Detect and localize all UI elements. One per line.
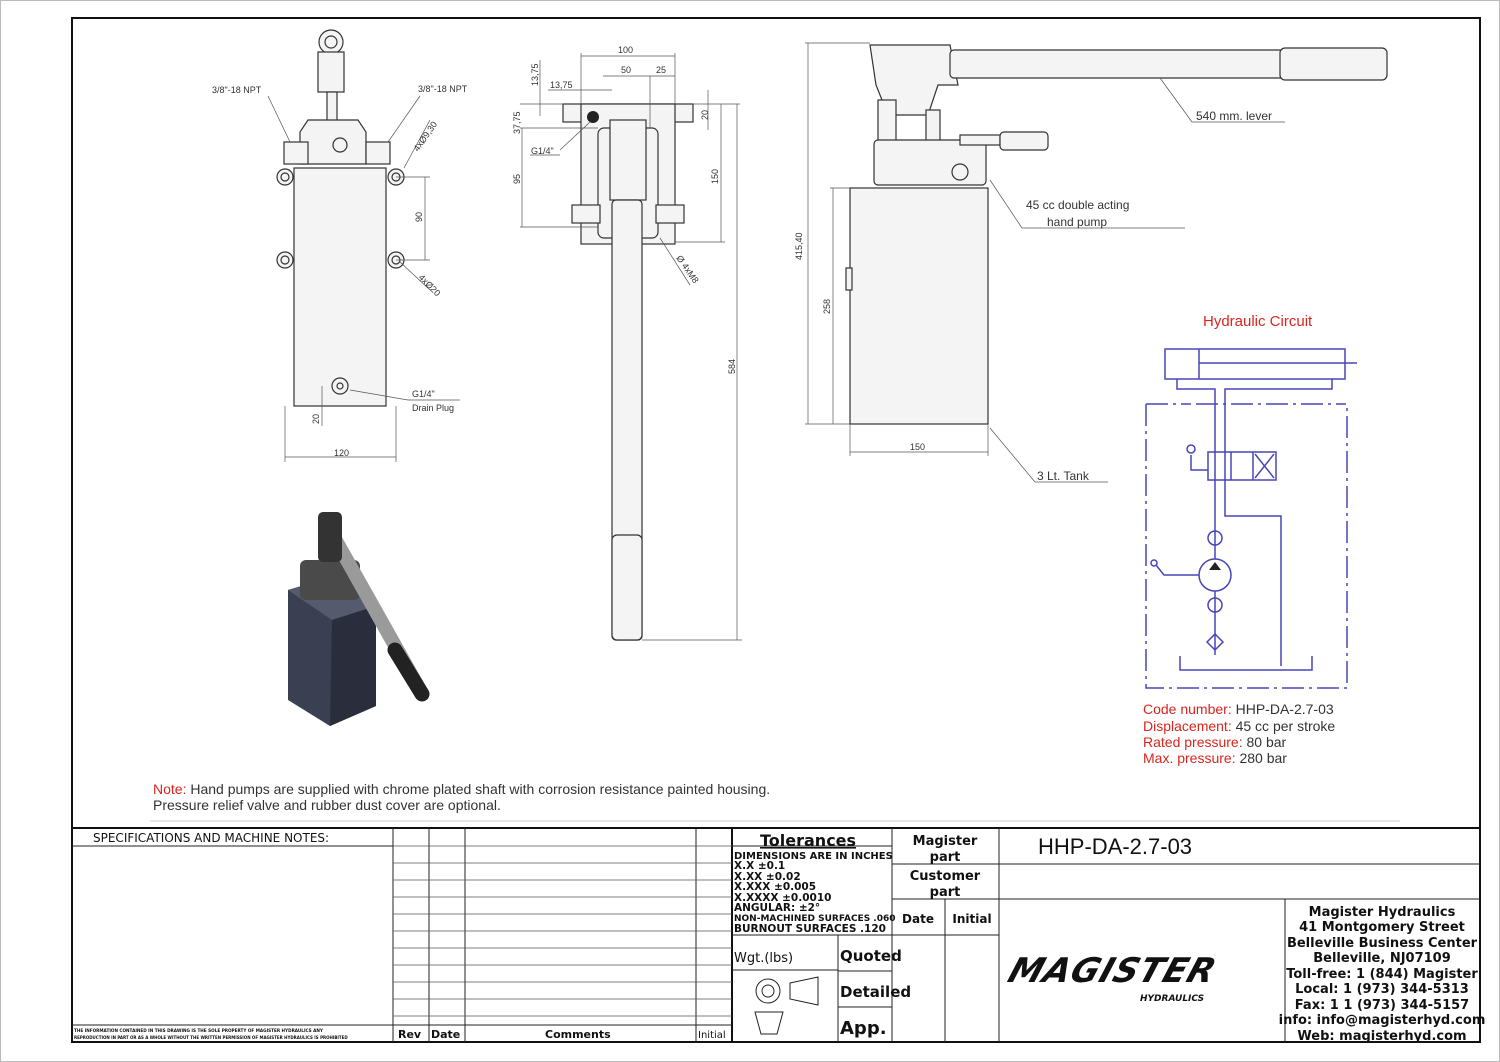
specs-header: SPECIFICATIONS AND MACHINE NOTES: xyxy=(93,831,329,845)
drawing-frame xyxy=(71,17,1481,1043)
port-g14-label: G1/4" xyxy=(531,146,554,156)
tolerance-item: X.XX ±0.02 xyxy=(734,871,801,883)
tolerance-item: X.X ±0.1 xyxy=(734,860,785,872)
quoted-label: Quoted xyxy=(840,947,902,965)
tolerance-item: X.XXXX ±0.0010 xyxy=(734,892,831,904)
initial-label: Initial xyxy=(952,912,991,926)
weight-label: Wgt.(lbs) xyxy=(734,951,793,966)
specs-list: Code number: HHP-DA-2.7-03 Displacement:… xyxy=(1143,701,1335,766)
projection-symbol-icon xyxy=(754,976,819,1035)
tolerance-item: BURNOUT SURFACES .120 xyxy=(734,923,886,935)
company-local: Local: 1 (973) 344-5313 xyxy=(1295,982,1469,997)
company-street: 41 Montgomery Street xyxy=(1299,920,1465,935)
note-line2: Pressure relief valve and rubber dust co… xyxy=(153,797,501,813)
dim-415-40: 415,40 xyxy=(794,232,804,260)
dim-37-75: 37,75 xyxy=(512,111,522,134)
tolerance-item: X.XXX ±0.005 xyxy=(734,881,816,893)
tolerance-item: ANGULAR: ±2° xyxy=(734,902,820,914)
tank-label: 3 Lt. Tank xyxy=(1037,469,1090,483)
part-number: HHP-DA-2.7-03 xyxy=(1038,834,1192,859)
pump-label-line2: hand pump xyxy=(1047,215,1107,229)
dim-150-side: 150 xyxy=(910,442,925,452)
spec-max-pressure: Max. pressure: 280 bar xyxy=(1143,750,1287,766)
comments-header: Comments xyxy=(545,1028,611,1041)
drain-plug-label: Drain Plug xyxy=(412,403,454,413)
disclaimer-line1: THE INFORMATION CONTAINED IN THIS DRAWIN… xyxy=(74,1028,324,1033)
pump-3d-render xyxy=(288,512,430,726)
hydraulic-circuit: Hydraulic Circuit Code number: HHP-DA-2.… xyxy=(1143,313,1357,766)
company-web: Web: magisterhyd.com xyxy=(1297,1029,1466,1044)
date-label: Date xyxy=(902,912,934,926)
magister-part-line2: part xyxy=(930,850,961,865)
tolerance-item: NON-MACHINED SURFACES .060 xyxy=(734,914,896,924)
dim-150: 150 xyxy=(710,169,720,184)
lever-label: 540 mm. lever xyxy=(1196,109,1272,123)
dim-13-75-vertical: 13,75 xyxy=(530,63,540,86)
logo-sub-text: HYDRAULICS xyxy=(1140,994,1204,1004)
disclaimer-line2: REPRODUCTION IN PART OR AS A WHOLE WITHO… xyxy=(74,1035,348,1040)
company-email: info: info@magisterhyd.com xyxy=(1279,1013,1486,1028)
dim-20: 20 xyxy=(311,414,321,424)
detailed-label: Detailed xyxy=(840,983,911,1001)
company-center: Belleville Business Center xyxy=(1287,936,1478,951)
app-label: App. xyxy=(840,1018,887,1039)
spec-displacement: Displacement: 45 cc per stroke xyxy=(1143,718,1335,734)
company-tollfree: Toll-free: 1 (844) Magister xyxy=(1286,967,1478,982)
customer-part-line1: Customer xyxy=(910,869,981,884)
dim-258: 258 xyxy=(822,299,832,314)
tolerances-list: DIMENSIONS ARE IN INCHES X.X ±0.1 X.XX ±… xyxy=(734,851,896,935)
holes-bottom-label: 4xØ20 xyxy=(417,272,443,298)
front-view: 3/8"-18 NPT 3/8"-18 NPT 4xØ9,30 4xØ20 90… xyxy=(212,29,468,462)
tolerance-item: DIMENSIONS ARE IN INCHES xyxy=(734,851,893,862)
dim-90: 90 xyxy=(414,212,424,222)
company-name: Magister Hydraulics xyxy=(1309,905,1456,920)
spec-code: Code number: HHP-DA-2.7-03 xyxy=(1143,701,1334,717)
initial-header: Initial xyxy=(698,1030,726,1041)
note-line1: Note: Hand pumps are supplied with chrom… xyxy=(153,781,770,797)
port-label-left: 3/8"-18 NPT xyxy=(212,85,262,95)
magister-logo: MAGISTER HYDRAULICS xyxy=(1003,952,1221,1004)
dim-95: 95 xyxy=(512,174,522,184)
holes-top-label: 4xØ9,30 xyxy=(411,120,439,154)
dim-120: 120 xyxy=(334,448,349,458)
bolts-label: Ø 4xM8 xyxy=(674,253,700,285)
company-info: Magister Hydraulics 41 Montgomery Street… xyxy=(1279,905,1486,1044)
dim-13-75-horizontal: 13,75 xyxy=(550,80,573,90)
drain-size-label: G1/4" xyxy=(412,389,435,399)
pump-label-line1: 45 cc double acting xyxy=(1026,198,1129,212)
company-city: Belleville, NJ07109 xyxy=(1313,951,1451,966)
tolerances-title: Tolerances xyxy=(760,831,856,850)
customer-part-line2: part xyxy=(930,885,961,900)
magister-part-line1: Magister xyxy=(913,834,978,849)
dim-100: 100 xyxy=(618,45,633,55)
dim-25: 25 xyxy=(656,65,666,75)
circuit-title: Hydraulic Circuit xyxy=(1203,313,1313,330)
company-fax: Fax: 1 1 (973) 344-5157 xyxy=(1295,998,1469,1013)
logo-main-text: MAGISTER xyxy=(1003,952,1221,991)
spec-rated-pressure: Rated pressure: 80 bar xyxy=(1143,734,1287,750)
side-view: 540 mm. lever 45 cc double acting hand p… xyxy=(794,42,1388,483)
dim-584: 584 xyxy=(727,359,737,374)
top-view: 100 50 25 13,75 13,75 37,75 20 95 150 58… xyxy=(512,45,742,641)
rev-header: Rev xyxy=(398,1028,422,1041)
dim-50: 50 xyxy=(621,65,631,75)
dim-20-top: 20 xyxy=(700,110,710,120)
port-label-right: 3/8"-18 NPT xyxy=(418,84,468,94)
title-block: SPECIFICATIONS AND MACHINE NOTES: THE IN… xyxy=(72,827,1486,1044)
date-header: Date xyxy=(431,1028,460,1041)
